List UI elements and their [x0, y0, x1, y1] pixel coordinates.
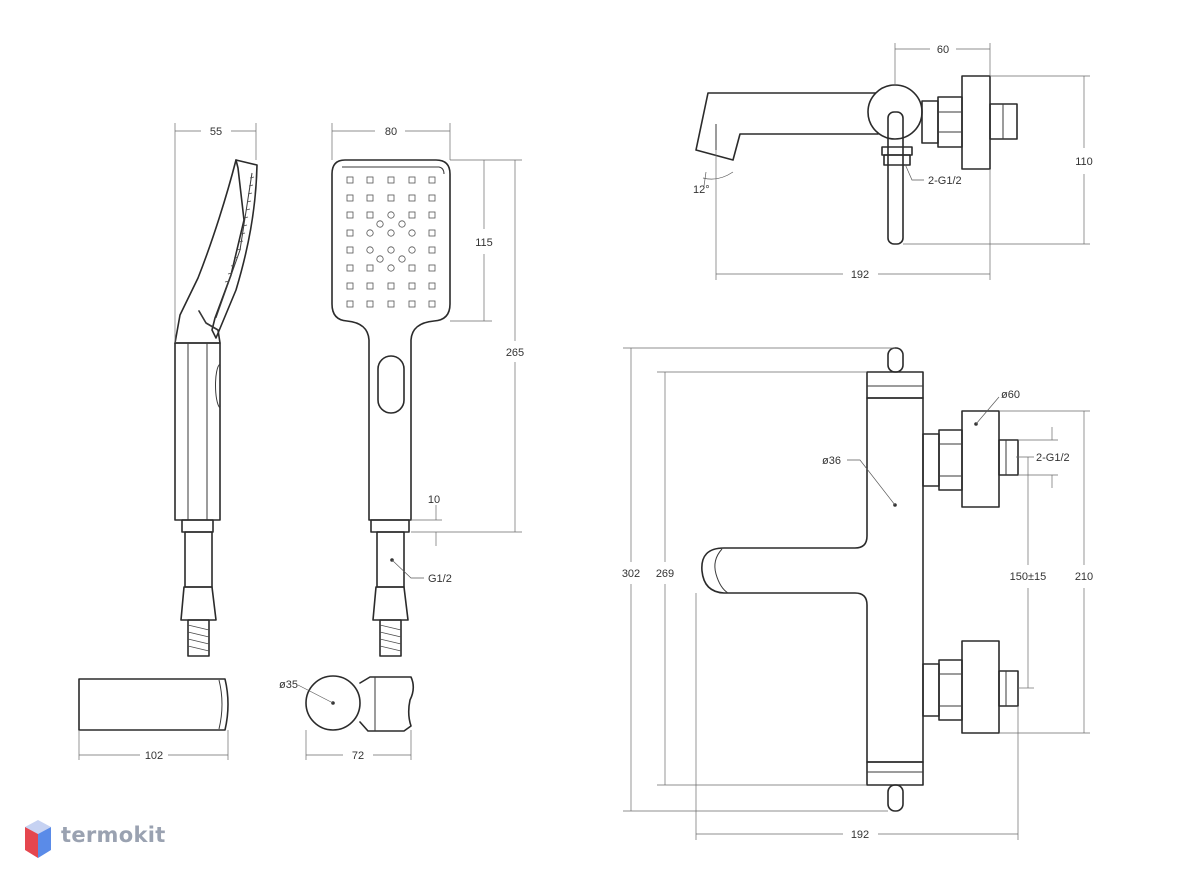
spray-nozzle	[387, 300, 395, 308]
spray-nozzle	[408, 246, 416, 254]
spray-nozzle	[346, 300, 354, 308]
spray-nozzle	[376, 255, 384, 263]
dim-body-height-top: 110	[903, 75, 1093, 245]
spray-nozzle	[428, 282, 436, 290]
label-handset-width: 80	[385, 126, 397, 138]
label-eccentric-diameter: ø60	[1001, 389, 1020, 401]
spray-nozzles	[346, 176, 436, 308]
spray-nozzle	[346, 264, 354, 272]
dim-mixer-length-front: 192	[695, 593, 1019, 841]
spray-nozzle	[398, 220, 406, 228]
spray-nozzle	[366, 246, 374, 254]
label-mixer-length-front: 192	[851, 829, 869, 841]
spray-nozzle	[387, 229, 395, 237]
spray-nozzle	[428, 300, 436, 308]
label-overall-length: 265	[506, 347, 524, 359]
holder-side-view	[78, 678, 229, 731]
spray-nozzle	[366, 264, 374, 272]
spray-nozzle	[408, 194, 416, 202]
callout-thread: G1/2	[391, 559, 452, 585]
dim-overall-length: 265	[411, 160, 524, 533]
label-connector-offset: 10	[428, 494, 440, 506]
dim-mixer-length-top: 192	[715, 150, 991, 281]
spray-nozzle	[387, 246, 395, 254]
spray-nozzle	[428, 176, 436, 184]
label-body-height-top: 110	[1075, 156, 1093, 168]
spray-nozzle	[428, 264, 436, 272]
spray-nozzle	[366, 176, 374, 184]
label-mixer-length-top: 192	[851, 269, 869, 281]
spray-nozzle	[408, 229, 416, 237]
spray-nozzle	[346, 229, 354, 237]
label-mixer-height: 302	[622, 568, 640, 580]
handset-side-view	[174, 159, 258, 657]
label-eccentric-span: 210	[1075, 571, 1093, 583]
spray-nozzle	[408, 211, 416, 219]
label-spout-offset: 60	[937, 44, 949, 56]
label-thread: G1/2	[428, 573, 452, 585]
spray-nozzle	[346, 246, 354, 254]
callout-eccentric-diameter: ø60	[975, 389, 1020, 425]
label-body-diameter: ø36	[822, 455, 841, 467]
dim-inlet-thread-front: 2-G1/2	[1016, 427, 1070, 488]
spray-nozzle	[366, 194, 374, 202]
spray-nozzle	[428, 211, 436, 219]
callout-inlet-thread-top: 2-G1/2	[904, 163, 962, 187]
spray-nozzle	[346, 211, 354, 219]
spray-nozzle	[408, 282, 416, 290]
label-handset-depth: 55	[210, 126, 222, 138]
label-holder-diameter: ø35	[279, 679, 298, 691]
spray-nozzle	[376, 220, 384, 228]
callout-body-diameter: ø36	[822, 455, 896, 506]
logo-mark	[25, 820, 51, 858]
holder-top-view	[305, 675, 415, 732]
spray-nozzle	[366, 282, 374, 290]
spray-nozzle	[346, 282, 354, 290]
label-holder-length: 102	[145, 750, 163, 762]
mixer-front-view	[701, 347, 1019, 812]
dim-holder-length: 102	[78, 730, 229, 762]
logo-wordmark: termokit	[61, 823, 166, 847]
spray-nozzle	[346, 176, 354, 184]
spray-nozzle	[387, 264, 395, 272]
label-center-distance: 150±15	[1010, 571, 1047, 583]
spray-nozzle	[387, 211, 395, 219]
mixer-side-view	[695, 75, 1018, 245]
label-face-height: 115	[475, 237, 493, 249]
label-inlet-thread-top: 2-G1/2	[928, 175, 962, 187]
dim-mixer-height: 302	[622, 347, 895, 812]
spray-nozzle	[366, 211, 374, 219]
dim-center-distance: 150±15	[1010, 457, 1047, 689]
spray-nozzle	[346, 194, 354, 202]
spray-nozzle	[387, 194, 395, 202]
label-body-length: 269	[656, 568, 674, 580]
dim-holder-depth: 72	[305, 730, 412, 762]
spray-nozzle	[398, 255, 406, 263]
dim-handset-depth: 55	[174, 123, 257, 343]
label-holder-depth: 72	[352, 750, 364, 762]
dim-body-length: 269	[656, 371, 867, 786]
spray-nozzle	[428, 229, 436, 237]
dim-handset-width: 80	[331, 123, 451, 160]
spray-nozzle	[428, 194, 436, 202]
spray-nozzle	[428, 246, 436, 254]
dim-face-height: 115	[450, 159, 522, 322]
spray-nozzle	[408, 300, 416, 308]
spray-nozzle	[387, 176, 395, 184]
spray-nozzle	[366, 300, 374, 308]
dim-connector-offset: 10	[411, 494, 442, 546]
label-spout-angle: 12°	[693, 184, 710, 196]
callout-holder-diameter: ø35	[279, 679, 334, 704]
label-inlet-thread-front: 2-G1/2	[1036, 452, 1070, 464]
spray-nozzle	[387, 282, 395, 290]
dim-eccentric-span: 210	[999, 410, 1093, 734]
dim-spout-offset: 60	[894, 43, 991, 85]
spray-nozzle	[366, 229, 374, 237]
spray-nozzle	[408, 264, 416, 272]
spray-nozzle	[408, 176, 416, 184]
callout-spout-angle: 12°	[693, 171, 734, 196]
